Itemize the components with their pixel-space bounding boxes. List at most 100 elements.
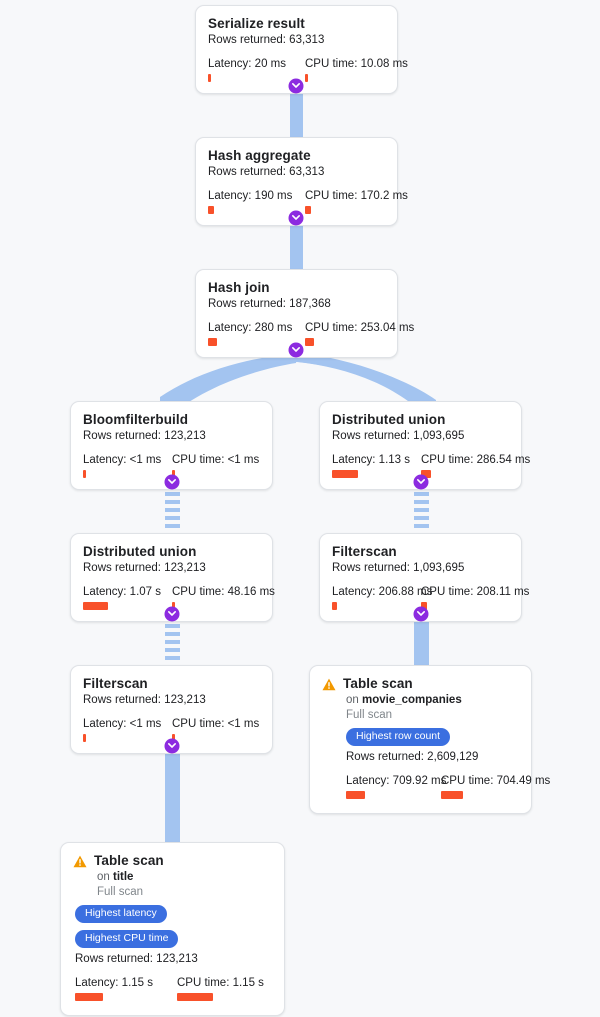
- latency-bar: [83, 602, 108, 610]
- node-serialize-result[interactable]: Serialize result Rows returned: 63,313 L…: [195, 5, 408, 94]
- node-body: on title Full scan Highest latency Highe…: [73, 870, 272, 1001]
- table-name: movie_companies: [362, 694, 462, 706]
- node-header: Table scan: [322, 676, 519, 692]
- latency-label: Latency: <1 ms: [83, 454, 162, 466]
- cpu-label: CPU time: 1.15 s: [177, 977, 264, 989]
- table-name-line: on movie_companies: [346, 693, 519, 708]
- cpu-bar: [421, 470, 431, 478]
- rows-returned: Rows returned: 123,213: [83, 562, 206, 574]
- cpu-metric: CPU time: 170.2 ms: [305, 189, 408, 214]
- cpu-label: CPU time: 704.49 ms: [441, 775, 551, 787]
- latency-label: Latency: 709.92 ms: [346, 775, 447, 787]
- node-filterscan-right[interactable]: Filterscan Rows returned: 1,093,695 Late…: [319, 533, 529, 622]
- latency-label: Latency: 1.07 s: [83, 586, 161, 598]
- edge-hash-aggregate-to-hash-join: [290, 218, 303, 270]
- edge-filterscan-to-table-scan-movie-companies: [414, 614, 429, 666]
- cpu-metric: CPU time: 10.08 ms: [305, 57, 408, 82]
- node-hash-join[interactable]: Hash join Rows returned: 187,368 Latency…: [195, 269, 414, 358]
- table-name-line: on title: [97, 870, 272, 885]
- node-title: Table scan: [343, 676, 413, 691]
- latency-label: Latency: 190 ms: [208, 190, 293, 202]
- metrics: Latency: 280 ms CPU time: 253.04 ms: [208, 321, 414, 346]
- latency-metric: Latency: 280 ms: [208, 321, 305, 346]
- on-prefix: on: [97, 871, 113, 883]
- cpu-metric: CPU time: <1 ms: [172, 453, 259, 478]
- warning-triangle-icon: [73, 855, 87, 868]
- metrics: Latency: 709.92 ms CPU time: 704.49 ms: [346, 774, 550, 799]
- latency-bar: [332, 602, 337, 610]
- rows-returned: Rows returned: 2,609,129: [346, 751, 479, 763]
- latency-metric: Latency: <1 ms: [83, 717, 172, 742]
- node-bloomfilterbuild[interactable]: Bloomfilterbuild Rows returned: 123,213 …: [70, 401, 273, 490]
- edge-distributed-union-to-filterscan-left: [165, 616, 180, 660]
- latency-metric: Latency: 1.13 s: [332, 453, 421, 478]
- cpu-label: CPU time: 170.2 ms: [305, 190, 408, 202]
- rows-returned: Rows returned: 187,368: [208, 298, 331, 310]
- badge-list: Highest latency Highest CPU time: [75, 905, 272, 948]
- latency-metric: Latency: 1.07 s: [83, 585, 172, 610]
- cpu-bar: [177, 993, 213, 1001]
- node-filterscan-left[interactable]: Filterscan Rows returned: 123,213 Latenc…: [70, 665, 273, 754]
- table-name: title: [113, 871, 134, 883]
- latency-bar: [332, 470, 358, 478]
- node-title: Distributed union: [83, 544, 197, 559]
- cpu-label: CPU time: 286.54 ms: [421, 454, 531, 466]
- latency-metric: Latency: 709.92 ms: [346, 774, 447, 799]
- cpu-bar: [172, 734, 175, 742]
- cpu-metric: CPU time: 286.54 ms: [421, 453, 530, 478]
- metrics: Latency: 1.15 s CPU time: 1.15 s: [75, 976, 272, 1001]
- latency-bar: [208, 74, 211, 82]
- node-header: Serialize result: [208, 16, 385, 32]
- edge-serialize-to-hash-aggregate: [290, 86, 303, 138]
- node-header: Table scan: [73, 853, 272, 869]
- latency-metric: Latency: 206.88 ms: [332, 585, 433, 610]
- node-table-scan-movie-companies[interactable]: Table scan on movie_companies Full scan …: [309, 665, 550, 814]
- metrics: Latency: 206.88 ms CPU time: 208.11 ms: [332, 585, 529, 610]
- rows-returned: Rows returned: 1,093,695: [332, 562, 465, 574]
- node-title: Hash aggregate: [208, 148, 311, 163]
- latency-bar: [83, 734, 86, 742]
- node-hash-aggregate[interactable]: Hash aggregate Rows returned: 63,313 Lat…: [195, 137, 408, 226]
- latency-bar: [83, 470, 86, 478]
- node-header: Filterscan: [332, 544, 509, 560]
- cpu-bar: [305, 338, 314, 346]
- cpu-metric: CPU time: 1.15 s: [177, 976, 264, 1001]
- node-table-scan-title[interactable]: Table scan on title Full scan Highest la…: [60, 842, 285, 1016]
- latency-label: Latency: 206.88 ms: [332, 586, 433, 598]
- latency-bar: [208, 338, 217, 346]
- edge-bloomfilterbuild-to-distributed-union: [165, 484, 180, 528]
- cpu-label: CPU time: <1 ms: [172, 718, 260, 730]
- latency-bar: [346, 791, 365, 799]
- cpu-metric: CPU time: <1 ms: [172, 717, 259, 742]
- cpu-label: CPU time: 10.08 ms: [305, 58, 408, 70]
- node-distributed-union-left[interactable]: Distributed union Rows returned: 123,213…: [70, 533, 275, 622]
- cpu-bar: [421, 602, 427, 610]
- node-distributed-union-right[interactable]: Distributed union Rows returned: 1,093,6…: [319, 401, 530, 490]
- latency-metric: Latency: 190 ms: [208, 189, 305, 214]
- cpu-bar: [305, 206, 311, 214]
- warning-triangle-icon: [322, 678, 336, 691]
- node-title: Bloomfilterbuild: [83, 412, 189, 427]
- node-header: Filterscan: [83, 676, 260, 692]
- metrics: Latency: <1 ms CPU time: <1 ms: [83, 453, 260, 478]
- node-header: Hash aggregate: [208, 148, 385, 164]
- rows-returned: Rows returned: 123,213: [83, 430, 206, 442]
- cpu-label: CPU time: 208.11 ms: [421, 586, 530, 598]
- cpu-bar: [441, 791, 463, 799]
- node-title: Filterscan: [83, 676, 148, 691]
- cpu-bar: [172, 602, 175, 610]
- latency-label: Latency: <1 ms: [83, 718, 162, 730]
- node-body: on movie_companies Full scan Highest row…: [322, 693, 550, 799]
- scan-type: Full scan: [97, 886, 144, 898]
- cpu-metric: CPU time: 208.11 ms: [421, 585, 529, 610]
- node-title: Hash join: [208, 280, 270, 295]
- metrics: Latency: 1.07 s CPU time: 48.16 ms: [83, 585, 275, 610]
- metrics: Latency: <1 ms CPU time: <1 ms: [83, 717, 260, 742]
- rows-returned: Rows returned: 123,213: [83, 694, 206, 706]
- edge-hash-join-to-bloomfilterbuild-band: [168, 352, 296, 404]
- node-title: Serialize result: [208, 16, 305, 31]
- cpu-metric: CPU time: 253.04 ms: [305, 321, 414, 346]
- scan-type: Full scan: [346, 709, 393, 721]
- rows-returned: Rows returned: 1,093,695: [332, 430, 465, 442]
